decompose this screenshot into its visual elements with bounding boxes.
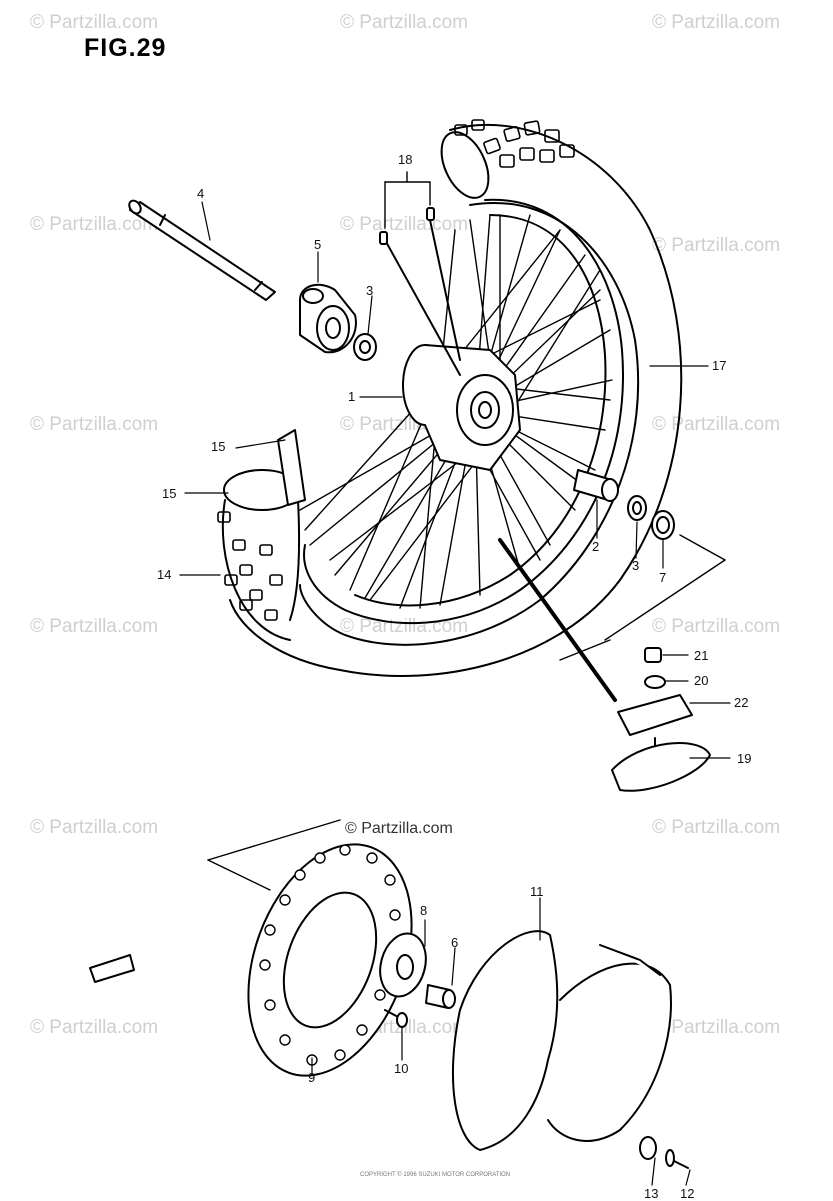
spoke-nipples bbox=[379, 207, 461, 376]
watermark: © Partzilla.com bbox=[652, 817, 781, 838]
copyright-footer: COPYRIGHT © 1996 SUZUKI MOTOR CORPORATIO… bbox=[360, 1172, 511, 1178]
tire-outline bbox=[229, 123, 683, 677]
part-label: 20 bbox=[694, 673, 709, 688]
watermark: © Partzilla.com bbox=[30, 616, 159, 637]
watermark: © Partzilla.com bbox=[652, 1017, 781, 1038]
bearing-lower bbox=[627, 495, 647, 521]
tire-inner-edge bbox=[299, 202, 640, 646]
watermark: © Partzilla.com bbox=[652, 414, 781, 435]
part-label: 3 bbox=[632, 558, 640, 573]
disc-cover bbox=[451, 930, 672, 1151]
spacer bbox=[573, 469, 619, 502]
part-label: 10 bbox=[394, 1061, 409, 1076]
watermark: © Partzilla.com bbox=[340, 12, 469, 33]
tire-section-left bbox=[221, 429, 306, 641]
watermark: © Partzilla.com bbox=[30, 414, 159, 435]
center-watermark: © Partzilla.com bbox=[345, 820, 453, 837]
disc-plate bbox=[379, 932, 427, 998]
oil-seal bbox=[651, 510, 675, 540]
part-label: 1 bbox=[348, 389, 356, 404]
speedometer-gearbox bbox=[299, 283, 357, 354]
watermark: © Partzilla.com bbox=[652, 12, 781, 33]
watermark: © Partzilla.com bbox=[30, 12, 159, 33]
tread-top bbox=[454, 119, 575, 168]
hub bbox=[402, 344, 521, 471]
leader-lines bbox=[179, 201, 731, 1186]
watermark: © Partzilla.com bbox=[30, 1017, 159, 1038]
part-label: 15 bbox=[162, 486, 177, 501]
part-label: 7 bbox=[659, 570, 667, 585]
brake-disc bbox=[247, 843, 413, 1077]
part-label: 2 bbox=[592, 539, 600, 554]
cover-bolt bbox=[665, 1149, 689, 1169]
spacer-small bbox=[425, 984, 456, 1009]
tire-section-top bbox=[440, 131, 490, 199]
rim bbox=[303, 198, 624, 625]
part-label: 11 bbox=[530, 884, 544, 899]
part-label: 5 bbox=[314, 237, 322, 252]
part-label: 12 bbox=[680, 1186, 695, 1201]
disc-bolt bbox=[384, 1009, 408, 1028]
part-label: 13 bbox=[644, 1186, 659, 1201]
part-label: 4 bbox=[197, 186, 205, 201]
watermark: © Partzilla.com bbox=[652, 235, 781, 256]
figure-title: FIG.29 bbox=[84, 34, 167, 62]
washer bbox=[639, 1136, 657, 1160]
part-label: 6 bbox=[451, 935, 459, 950]
part-label: 19 bbox=[737, 751, 752, 766]
bearing-upper bbox=[353, 333, 377, 361]
front-arrow-icon bbox=[89, 954, 135, 983]
tread-left bbox=[217, 511, 283, 621]
part-label: 9 bbox=[308, 1070, 316, 1085]
rim-lock bbox=[611, 647, 711, 792]
watermark: © Partzilla.com bbox=[340, 214, 469, 235]
part-label: 15 bbox=[211, 439, 226, 454]
watermark: © Partzilla.com bbox=[30, 214, 159, 235]
part-label: 17 bbox=[712, 358, 727, 373]
rim-lock-stem bbox=[498, 538, 617, 702]
watermark: © Partzilla.com bbox=[652, 616, 781, 637]
rim-inner bbox=[354, 214, 607, 607]
part-label: 18 bbox=[398, 152, 413, 167]
part-label: 8 bbox=[420, 903, 428, 918]
part-label: 22 bbox=[734, 695, 749, 710]
watermark: © Partzilla.com bbox=[30, 817, 159, 838]
axle bbox=[128, 199, 276, 301]
part-label: 14 bbox=[157, 567, 172, 582]
part-label: 21 bbox=[694, 648, 709, 663]
part-label: 3 bbox=[366, 283, 374, 298]
